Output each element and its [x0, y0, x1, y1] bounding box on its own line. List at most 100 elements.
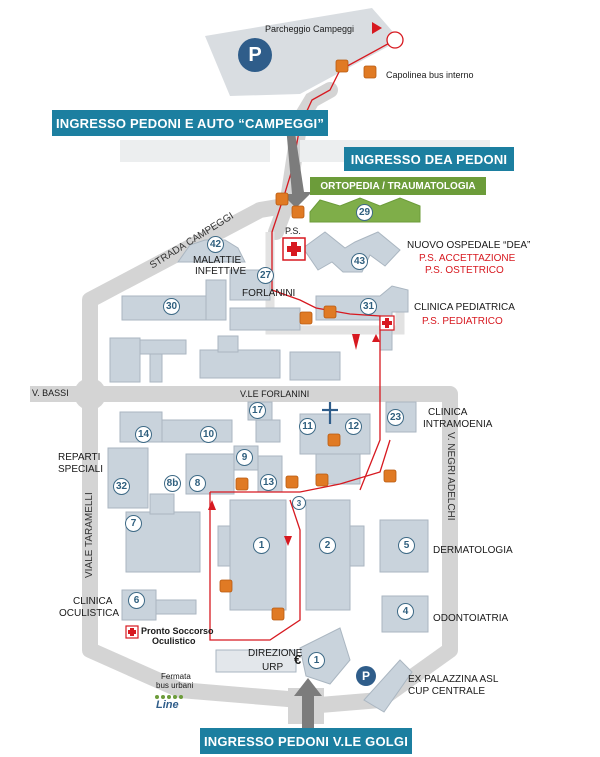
banner-ingresso-golgi: INGRESSO PEDONI V.LE GOLGI: [200, 728, 412, 754]
street-label-v-negri-adelchi: V. NEGRI ADELCHI: [445, 432, 456, 521]
building-badge-23[interactable]: 23: [387, 409, 404, 426]
building-badge-42[interactable]: 42: [207, 236, 224, 253]
building-31-clinica-pediatrica: [315, 285, 409, 351]
building-7-b: [149, 493, 175, 515]
label-v-bassi: V. BASSI: [32, 388, 69, 398]
label-urp: URP: [262, 662, 284, 673]
parking-icon-asl: P: [356, 666, 376, 686]
building-badge-31[interactable]: 31: [360, 298, 377, 315]
entrance-arrow-golgi: [294, 678, 322, 740]
bus-route-loop: [386, 31, 404, 49]
building-badge-5[interactable]: 5: [398, 537, 415, 554]
bus-route-north: [271, 39, 396, 491]
plaza-area: [120, 140, 270, 162]
label-dermatologia: DERMATOLOGIA: [433, 545, 513, 556]
building-badge-8[interactable]: 8: [189, 475, 206, 492]
label-fermata: Fermata: [161, 672, 191, 681]
building-badge-2[interactable]: 2: [319, 537, 336, 554]
building-32: [107, 447, 149, 509]
bus-route: [209, 39, 396, 641]
label-forlanini: FORLANINI: [242, 288, 296, 299]
label-ps-ostetrico: P.S. OSTETRICO: [425, 265, 504, 276]
bus-icon-capolinea-2: [363, 65, 377, 79]
building-17-b: [255, 419, 281, 443]
building-badge-9[interactable]: 9: [236, 449, 253, 466]
building-badge-6[interactable]: 6: [128, 592, 145, 609]
chapel-cross-icon: [322, 402, 338, 424]
label-vle-forlanini: V.LE FORLANINI: [240, 389, 310, 399]
building-1: [229, 499, 287, 611]
building-cluster-c: [289, 351, 341, 381]
bus-icon-13b: [235, 477, 249, 491]
building-badge-11[interactable]: 11: [299, 418, 316, 435]
label-speciali: SPECIALI: [58, 464, 104, 475]
bus-icon-south-2: [271, 607, 285, 621]
label-ps-pediatrico: P.S. PEDIATRICO: [422, 316, 503, 327]
building-badge-17[interactable]: 17: [249, 402, 266, 419]
building-badge-30[interactable]: 30: [163, 298, 180, 315]
building-cluster-a3: [149, 353, 163, 383]
building-badge-12[interactable]: 12: [345, 418, 362, 435]
red-cross-pediatrico-icon: [379, 315, 395, 331]
street-label-viale-taramelli: VIALE TARAMELLI: [84, 492, 95, 578]
red-cross-ps-icon: [282, 237, 306, 261]
building-2: [305, 499, 351, 611]
label-nuovo-ospedale: NUOVO OSPEDALE “DEA”: [407, 240, 531, 251]
label-reparti: REPARTI: [58, 452, 101, 463]
building-badge-27[interactable]: 27: [257, 267, 274, 284]
label-ex-palazzina: EX PALAZZINA ASL: [408, 674, 499, 685]
building-ex-palazzina-asl: [363, 659, 413, 713]
building-badge-1[interactable]: 1: [253, 537, 270, 554]
label-malattie: MALATTIE: [193, 255, 242, 266]
building-6-b: [155, 599, 197, 615]
roundabout-v-bassi: [74, 378, 106, 410]
building-badge-29[interactable]: 29: [356, 204, 373, 221]
red-cross-oculistico-icon: [125, 625, 139, 639]
road-strada-campeggi: [82, 197, 292, 392]
label-capolinea: Capolinea bus interno: [386, 70, 474, 80]
bus-route-south: [209, 492, 301, 641]
building-badge-32[interactable]: 32: [113, 478, 130, 495]
building-badge-1-urp[interactable]: 1: [308, 652, 325, 669]
line-logo: Line: [156, 699, 179, 711]
building-badge-13[interactable]: 13: [260, 474, 277, 491]
label-clinica-intramoenia-1: CLINICA: [428, 407, 468, 418]
label-cup-centrale: CUP CENTRALE: [408, 686, 486, 697]
label-ps-accettazione: P.S. ACCETTAZIONE: [419, 253, 516, 264]
building-badge-4[interactable]: 4: [397, 603, 414, 620]
building-10: [161, 419, 233, 443]
bus-stop-line-dots: [155, 695, 183, 699]
building-30-wing: [205, 279, 227, 321]
bus-icon-chapel: [327, 433, 341, 447]
building-direzione-urp: [299, 627, 351, 685]
banner-ortopedia: ORTOPEDIA / TRAUMATOLOGIA: [310, 177, 486, 195]
bus-stop-icons: [219, 59, 397, 621]
building-badge-8b[interactable]: 8b: [164, 475, 181, 492]
label-direzione: DIREZIONE: [248, 648, 303, 659]
building-cluster-a2: [139, 339, 187, 355]
label-pronto-soccorso-1: Pronto Soccorso: [141, 626, 214, 636]
building-badge-14[interactable]: 14: [135, 426, 152, 443]
building-cluster-d: [217, 335, 239, 353]
euro-icon: €: [294, 652, 302, 667]
bus-icon-south-1: [219, 579, 233, 593]
bus-route-arrows: [208, 22, 382, 546]
bus-icon-east: [383, 469, 397, 483]
building-badge-10[interactable]: 10: [200, 426, 217, 443]
building-badge-7[interactable]: 7: [125, 515, 142, 532]
road-v-negri-adelchi: [319, 400, 458, 713]
building-cluster-a: [109, 337, 141, 383]
building-forlanini: [229, 307, 301, 331]
banner-ingresso-campeggi: INGRESSO PEDONI E AUTO “CAMPEGGI”: [52, 110, 328, 136]
parking-icon-campeggi: P: [238, 38, 272, 72]
bus-icon-ps-entrance: [275, 192, 289, 206]
bus-route-inner: [210, 439, 391, 493]
label-infettive: INFETTIVE: [195, 266, 247, 277]
bus-icon-center: [315, 473, 329, 487]
building-cluster-b: [199, 349, 281, 379]
building-badge-3[interactable]: 3: [292, 496, 306, 510]
building-badge-43[interactable]: 43: [351, 253, 368, 270]
label-ps: P.S.: [285, 226, 301, 236]
label-odontoiatria: ODONTOIATRIA: [433, 613, 509, 624]
